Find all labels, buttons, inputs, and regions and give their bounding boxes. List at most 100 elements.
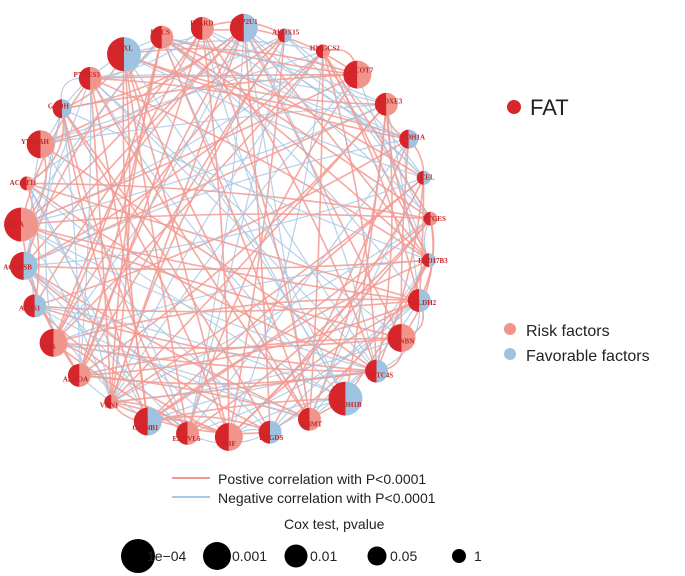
- negative-correlation-edge: [123, 53, 424, 179]
- size-swatch-0.001: [203, 542, 231, 570]
- positive-correlation-edge: [61, 108, 230, 438]
- positive-correlation-edge: [201, 27, 378, 372]
- gene-label: ACOXL: [108, 44, 134, 52]
- positive-correlation-edge: [385, 104, 430, 261]
- node-favorable-half: [124, 37, 141, 72]
- gene-label: ACADSB: [3, 263, 32, 271]
- gene-node-hpgds: HPGDS: [258, 420, 283, 444]
- negative-correlation-edge: [26, 183, 149, 422]
- negative-correlation-edge: [23, 265, 189, 434]
- node-risk-half: [202, 16, 214, 40]
- node-fat-half: [365, 359, 377, 383]
- gene-node-adh1a: ADH1A: [399, 129, 425, 149]
- gene-node-aldh2: ALDH2: [407, 288, 437, 312]
- positive-correlation-edge: [90, 73, 358, 80]
- node-fat-half: [104, 394, 112, 409]
- node-risk-half: [430, 211, 438, 226]
- size-legend: Cox test, pvalue 1e−04 0.001 0.01 0.05 1: [121, 516, 482, 573]
- node-risk-half: [26, 176, 34, 191]
- positive-correlation-edge: [123, 53, 409, 140]
- positive-correlation-edge: [53, 342, 189, 435]
- negative-correlation-edge: [201, 28, 347, 399]
- positive-correlation-edge: [78, 28, 204, 376]
- negative-correlation-edge: [202, 27, 432, 220]
- gene-node-hsd17b3: HSD17B3: [418, 253, 448, 268]
- gene-label: CYP2U1: [231, 18, 258, 26]
- node-fat-half: [416, 170, 424, 185]
- gene-label: HMGCS2: [310, 45, 340, 53]
- node-fat-half: [387, 323, 402, 352]
- gene-node-sms: SMS: [39, 328, 68, 357]
- positive-correlation-edge: [78, 37, 163, 376]
- positive-correlation-edge: [110, 54, 131, 403]
- node-fat-half: [328, 381, 346, 416]
- node-risk-half: [309, 407, 321, 431]
- positive-correlation-edge: [20, 223, 402, 339]
- gene-node-gcdh: GCDH: [48, 99, 72, 119]
- gene-label: PTGES3: [73, 71, 100, 79]
- node-fat-half: [176, 421, 188, 445]
- node-fat-half: [26, 130, 41, 159]
- node-favorable-half: [23, 251, 38, 280]
- size-swatch-0.05: [367, 546, 387, 566]
- negative-correlation-edge: [40, 143, 189, 434]
- size-label-1e-04: 1e−04: [147, 548, 187, 564]
- negative-correlation-edge: [123, 40, 324, 55]
- negative-correlation-edge: [61, 108, 430, 261]
- gene-label: NBN: [400, 338, 415, 346]
- negative-correlation-edge: [23, 265, 230, 438]
- node-fat-half: [374, 92, 387, 116]
- node-fat-half: [297, 407, 310, 431]
- gene-label: HCCS: [150, 29, 170, 37]
- gene-node-cyp2u1: CYP2U1: [229, 13, 258, 42]
- gene-node-aldoa: ALDOA: [63, 363, 91, 387]
- node-fat-half: [19, 176, 27, 191]
- node-fat-half: [399, 129, 409, 149]
- node-risk-half: [21, 207, 39, 242]
- gene-node-adh1b: ADH1B: [328, 381, 363, 416]
- node-risk-half: [357, 60, 372, 89]
- gene-node-loxe3: LOXE3: [374, 92, 403, 116]
- positive-correlation-edge: [20, 73, 358, 226]
- negative-correlation-edge: [161, 36, 420, 301]
- correlation-edges: [20, 20, 435, 444]
- gene-label: LOXE3: [379, 97, 403, 105]
- node-favorable-half: [284, 28, 292, 43]
- size-label-1: 1: [474, 548, 482, 564]
- node-fat-half: [67, 363, 80, 387]
- gene-label: CYP4B1: [132, 424, 159, 432]
- negative-correlation-edge: [53, 27, 245, 344]
- gene-label: CEL: [420, 173, 435, 181]
- gene-node-acot7: ACOT7: [343, 60, 374, 89]
- negative-correlation-edge: [20, 224, 112, 403]
- node-risk-half: [40, 130, 55, 159]
- positive-correlation-edge: [201, 28, 230, 438]
- node-favorable-half: [376, 359, 389, 383]
- node-fat-half: [39, 328, 54, 357]
- positive-correlation-edge: [322, 51, 378, 372]
- positive-correlation-edge: [161, 36, 311, 420]
- node-risk-half: [53, 328, 68, 357]
- positive-correlation-edge: [161, 36, 432, 220]
- negative-correlation-edge: [123, 53, 347, 399]
- gene-label: VNN1: [100, 402, 119, 410]
- gene-node-lnmt: LNMT: [297, 407, 323, 431]
- fat-legend-dot: [507, 100, 521, 114]
- group-legend: FAT: [507, 95, 569, 120]
- positive-correlation-edge: [400, 139, 410, 339]
- negative-correlation-edge: [61, 36, 163, 110]
- gene-label: ADH1B: [338, 401, 362, 409]
- size-label-0.05: 0.05: [390, 548, 417, 564]
- positive-correlation-edge: [61, 108, 271, 433]
- size-label-0.01: 0.01: [310, 548, 337, 564]
- gene-node-pltc4s: PLTC4S: [365, 359, 393, 383]
- fat-legend-label: FAT: [530, 95, 569, 120]
- node-risk-half: [187, 421, 200, 445]
- negative-correlation-edge: [202, 27, 425, 179]
- node-risk-half: [228, 422, 243, 451]
- gene-label: ALDH2: [412, 299, 436, 307]
- node-fat-half: [343, 60, 358, 89]
- gene-node-alox15: ALOX15: [272, 28, 300, 43]
- positive-correlation-edge: [110, 177, 425, 403]
